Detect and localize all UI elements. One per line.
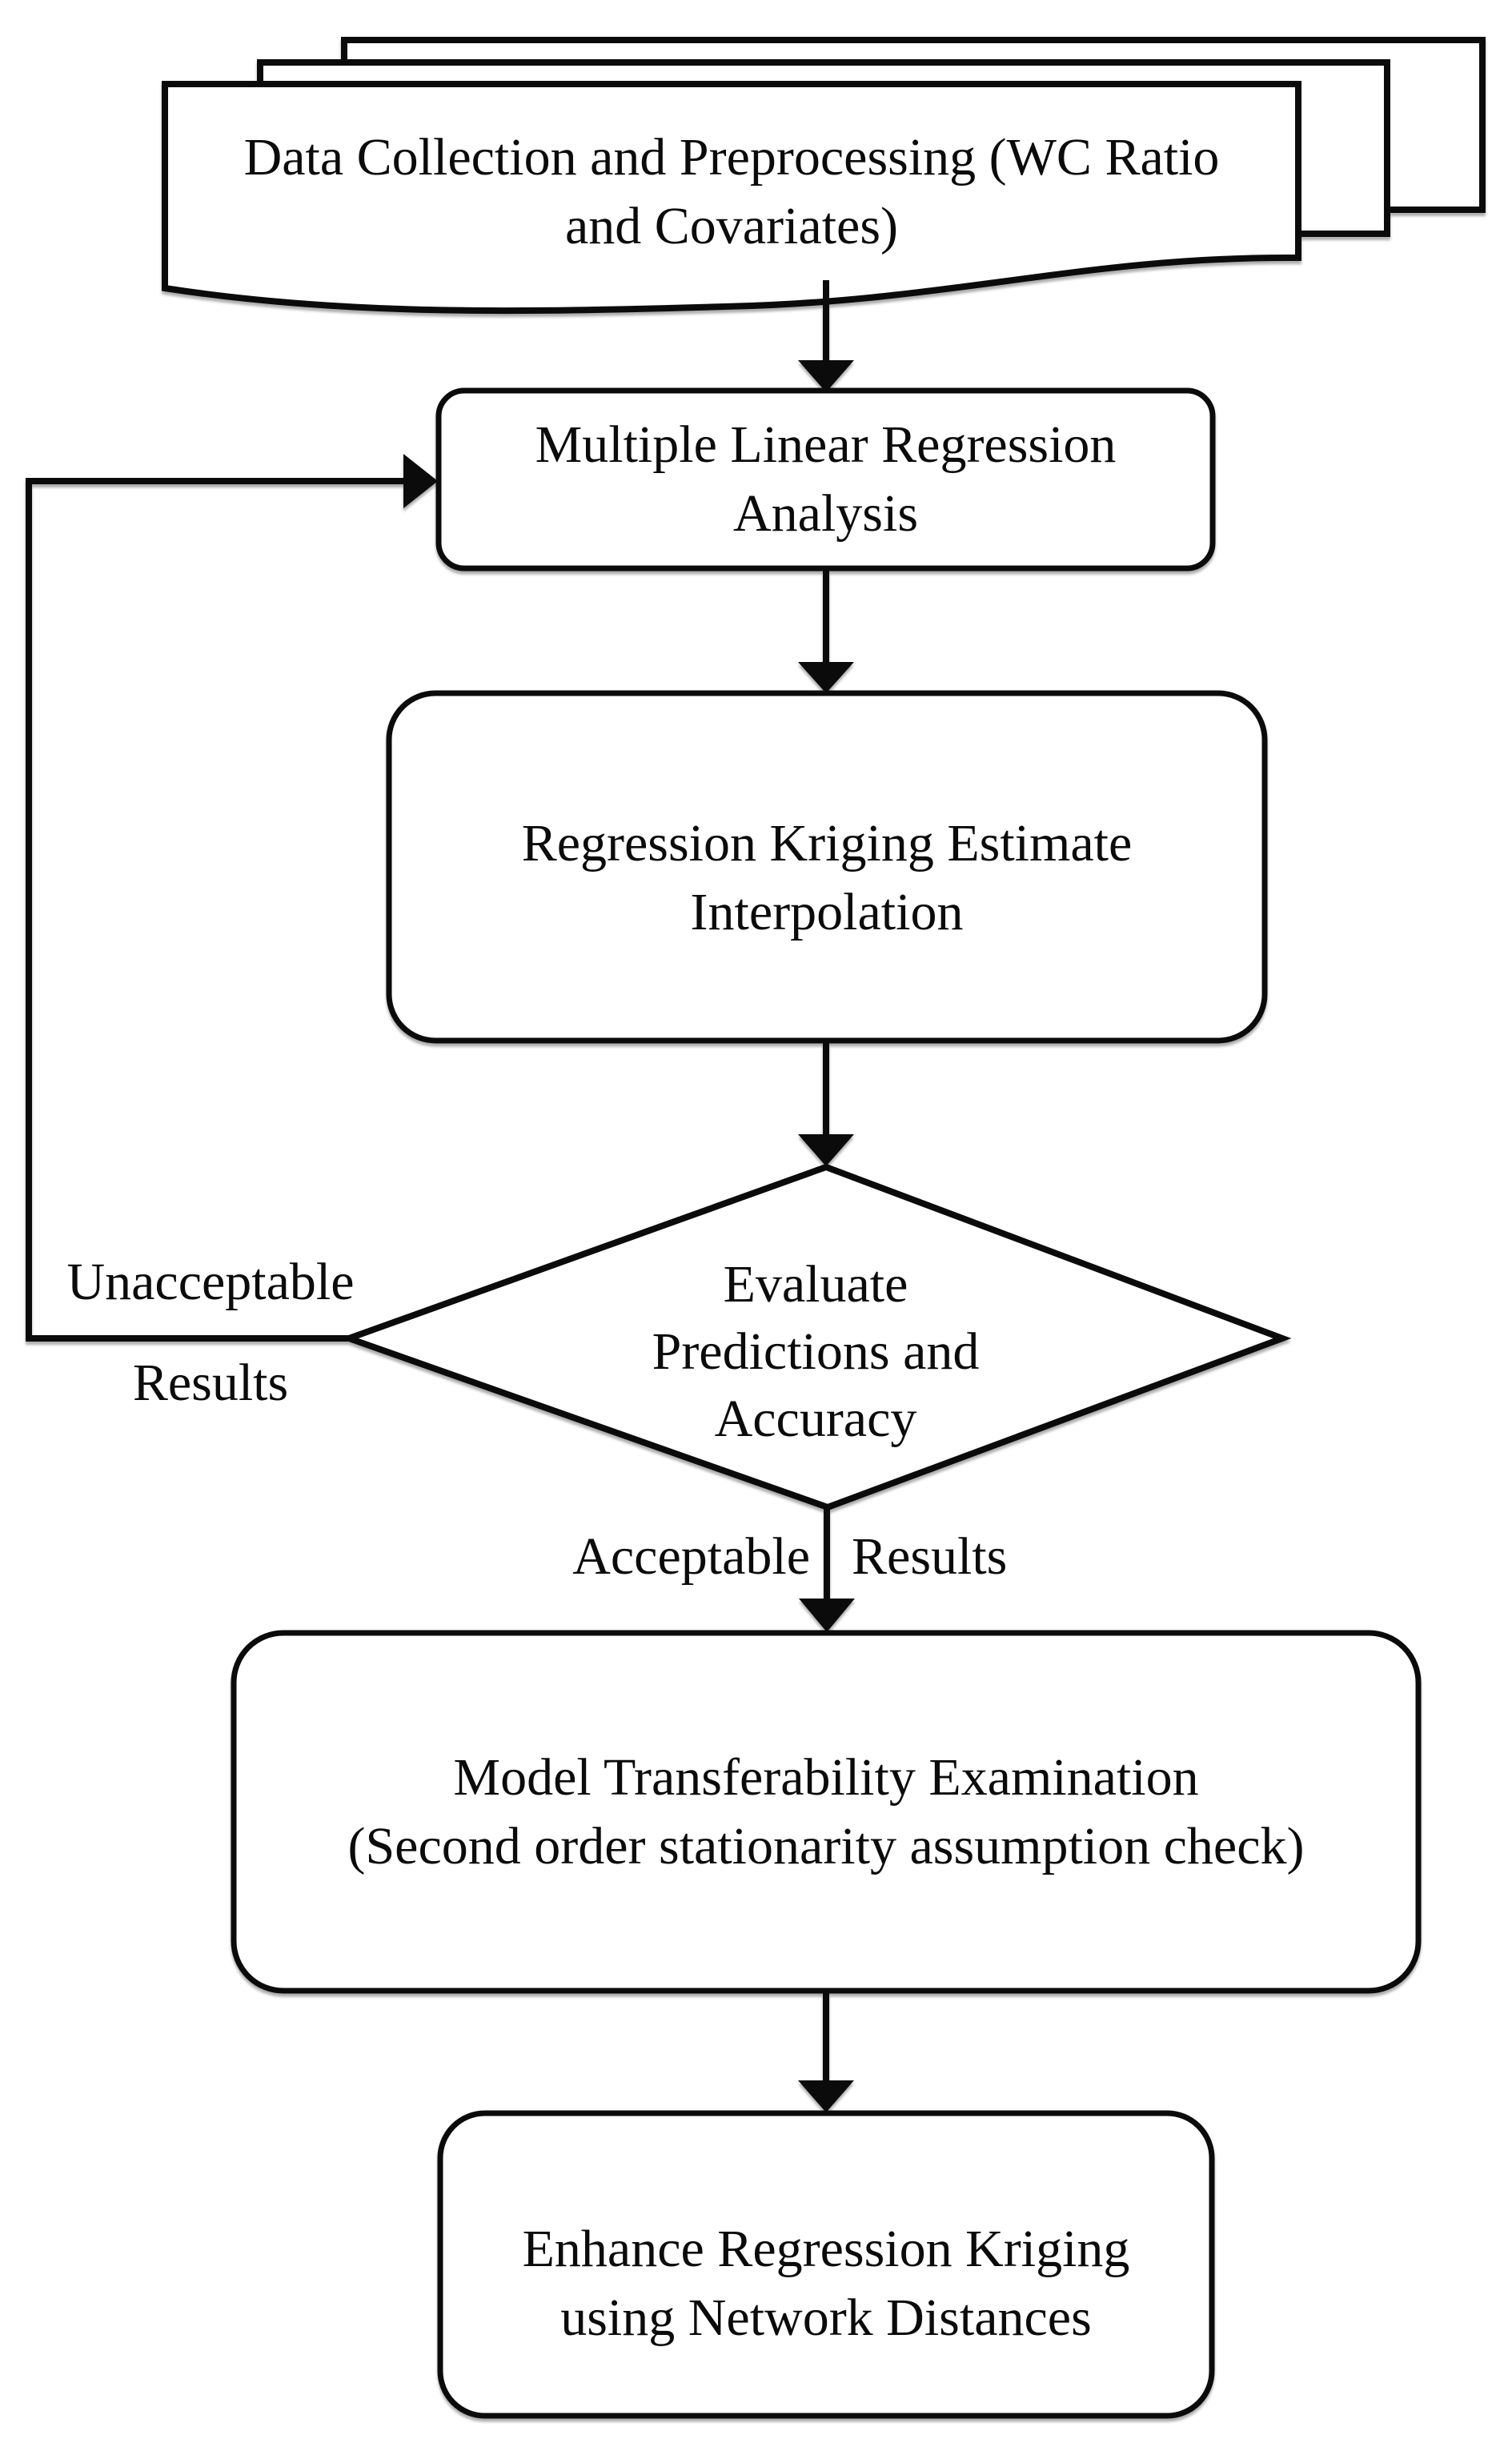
enhance-rk-line-2: using Network Distances xyxy=(560,2289,1092,2347)
mlr-analysis-line-2: Analysis xyxy=(733,484,918,543)
arrow-transferability-to-enhance xyxy=(798,1991,854,2112)
data-collection-node-label: Data Collection and Preprocessing (WC Ra… xyxy=(165,84,1298,292)
evaluate-line-2: Predictions and xyxy=(652,1322,980,1381)
arrowhead-down-icon xyxy=(798,1134,854,1166)
evaluate-line-3: Accuracy xyxy=(714,1389,917,1448)
arrowhead-down-icon xyxy=(798,360,854,392)
arrowhead-down-icon xyxy=(799,1599,855,1632)
arrowhead-down-icon xyxy=(798,2080,854,2112)
mlr-analysis-line-1: Multiple Linear Regression xyxy=(535,415,1117,474)
document-stack-shape xyxy=(162,37,1486,315)
mlr-analysis-node-label: Multiple Linear Regression Analysis xyxy=(439,391,1213,568)
document-front-page-shape xyxy=(162,81,1301,315)
data-collection-line-1: Data Collection and Preprocessing (WC Ra… xyxy=(243,128,1220,187)
rk-interpolation-line-2: Interpolation xyxy=(690,883,964,941)
evaluate-decision-node-label: Evaluate Predictions and Accuracy xyxy=(349,1167,1282,1522)
arrowhead-down-icon xyxy=(798,662,854,693)
arrowhead-right-icon xyxy=(403,454,438,508)
enhance-rk-node-label: Enhance Regression Kriging using Network… xyxy=(440,2113,1212,2435)
transferability-node-label: Model Transferability Examination (Secon… xyxy=(234,1633,1418,1991)
data-collection-line-2: and Covariates) xyxy=(564,197,898,255)
arrow-document-to-mlr xyxy=(798,280,854,392)
unacceptable-results-label-line1: Unacceptable xyxy=(66,1253,355,1311)
acceptable-results-label-right: Results xyxy=(852,1527,1008,1586)
acceptable-results-label-left: Acceptable xyxy=(572,1527,810,1586)
enhance-rk-box-shape xyxy=(437,2110,1215,2419)
rk-interpolation-line-1: Regression Kriging Estimate xyxy=(521,814,1133,872)
enhance-rk-line-1: Enhance Regression Kriging xyxy=(522,2220,1130,2278)
evaluate-line-1: Evaluate xyxy=(723,1254,908,1314)
unacceptable-results-label-line2: Results xyxy=(132,1354,289,1412)
arrow-mlr-to-rki xyxy=(798,568,854,693)
arrow-evaluate-feedback-to-mlr xyxy=(26,454,438,1342)
arrow-evaluate-to-transferability xyxy=(799,1507,855,1632)
transferability-line-2: (Second order stationarity assumption ch… xyxy=(347,1816,1305,1875)
rk-interpolation-node-label: Regression Kriging Estimate Interpolatio… xyxy=(389,693,1265,1052)
transferability-line-1: Model Transferability Examination xyxy=(453,1747,1199,1807)
arrow-rki-to-evaluate xyxy=(798,1041,854,1166)
